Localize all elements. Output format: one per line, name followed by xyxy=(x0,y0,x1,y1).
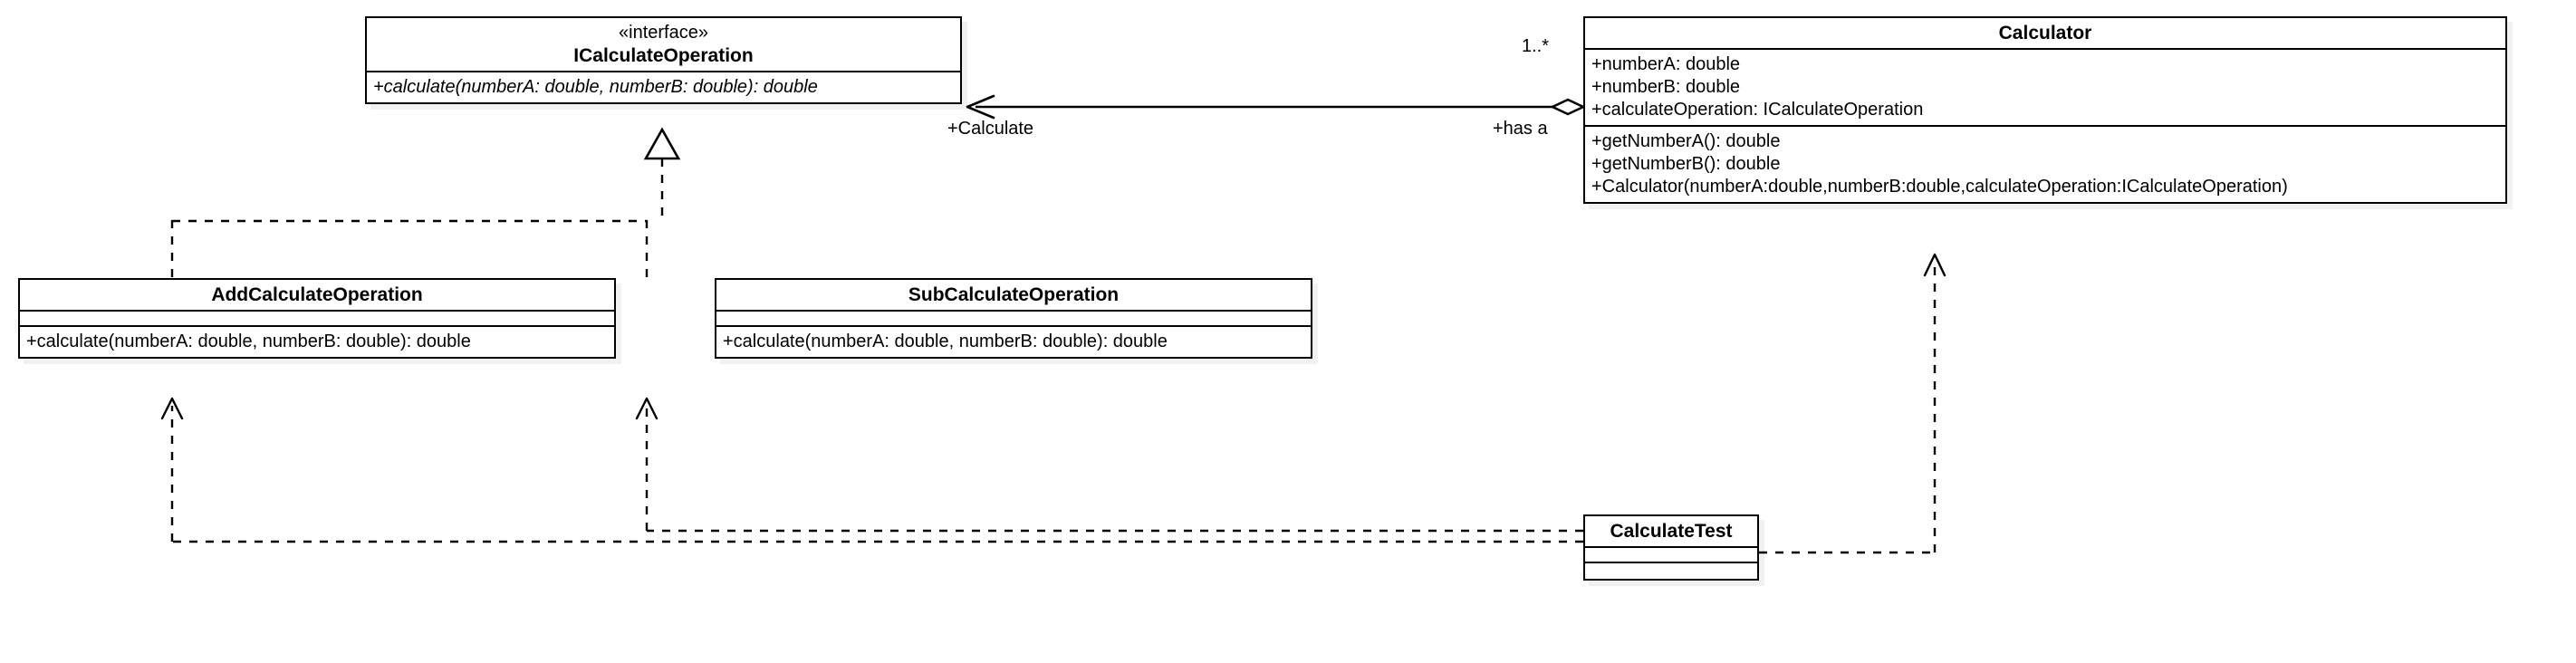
class-name: CalculateTest xyxy=(1610,521,1733,542)
dependency-test-to-add xyxy=(160,397,1583,543)
class-methods-subcalculateoperation: +calculate(numberA: double, numberB: dou… xyxy=(716,327,1311,357)
class-box-calculator[interactable]: Calculator +numberA: double +numberB: do… xyxy=(1583,16,2507,204)
method-item: +calculate(numberA: double, numberB: dou… xyxy=(723,332,1168,351)
class-attributes-calculatetest xyxy=(1585,548,1757,563)
method-item: +calculate(numberA: double, numberB: dou… xyxy=(373,77,818,97)
class-box-icalculateoperation[interactable]: «interface» ICalculateOperation +calcula… xyxy=(365,16,962,104)
class-title-subcalculateoperation: SubCalculateOperation xyxy=(716,280,1311,312)
class-name: AddCalculateOperation xyxy=(211,284,423,305)
class-box-addcalculateoperation[interactable]: AddCalculateOperation +calculate(numberA… xyxy=(18,278,616,359)
aggregation-calculator-to-interface xyxy=(966,94,1587,120)
class-title-icalculateoperation: «interface» ICalculateOperation xyxy=(367,18,960,72)
class-title-addcalculateoperation: AddCalculateOperation xyxy=(20,280,614,312)
aggregation-source-multiplicity: 1..* xyxy=(1522,36,1550,56)
class-title-calculatetest: CalculateTest xyxy=(1585,516,1757,548)
class-name: Calculator xyxy=(1998,23,2092,43)
attribute-item: +numberA: double xyxy=(1591,54,1741,74)
class-attributes-subcalculateoperation xyxy=(716,312,1311,327)
method-item: +Calculator(numberA:double,numberB:doubl… xyxy=(1591,177,2288,197)
class-attributes-addcalculateoperation xyxy=(20,312,614,327)
class-stereotype: «interface» xyxy=(619,23,708,43)
method-item: +calculate(numberA: double, numberB: dou… xyxy=(26,332,471,351)
aggregation-source-label: +has a xyxy=(1493,119,1548,139)
method-item: +getNumberA(): double xyxy=(1591,131,1781,151)
class-attributes-calculator: +numberA: double +numberB: double +calcu… xyxy=(1585,50,2505,127)
class-methods-calculator: +getNumberA(): double +getNumberB(): dou… xyxy=(1585,127,2505,202)
class-name: SubCalculateOperation xyxy=(908,284,1120,305)
class-box-subcalculateoperation[interactable]: SubCalculateOperation +calculate(numberA… xyxy=(715,278,1312,359)
attribute-item: +calculateOperation: ICalculateOperation xyxy=(1591,100,1924,120)
class-methods-calculatetest xyxy=(1585,563,1757,579)
class-title-calculator: Calculator xyxy=(1585,18,2505,50)
attribute-item: +numberB: double xyxy=(1591,77,1741,97)
realization-tree-to-interface xyxy=(170,127,681,279)
class-name: ICalculateOperation xyxy=(573,45,754,66)
class-methods-icalculateoperation: +calculate(numberA: double, numberB: dou… xyxy=(367,72,960,102)
class-methods-addcalculateoperation: +calculate(numberA: double, numberB: dou… xyxy=(20,327,614,357)
aggregation-target-label: +Calculate xyxy=(947,119,1034,139)
class-box-calculatetest[interactable]: CalculateTest xyxy=(1583,514,1759,581)
dependency-test-to-calculator xyxy=(1759,253,1946,554)
dependency-test-to-sub xyxy=(635,397,1583,533)
method-item: +getNumberB(): double xyxy=(1591,154,1781,174)
